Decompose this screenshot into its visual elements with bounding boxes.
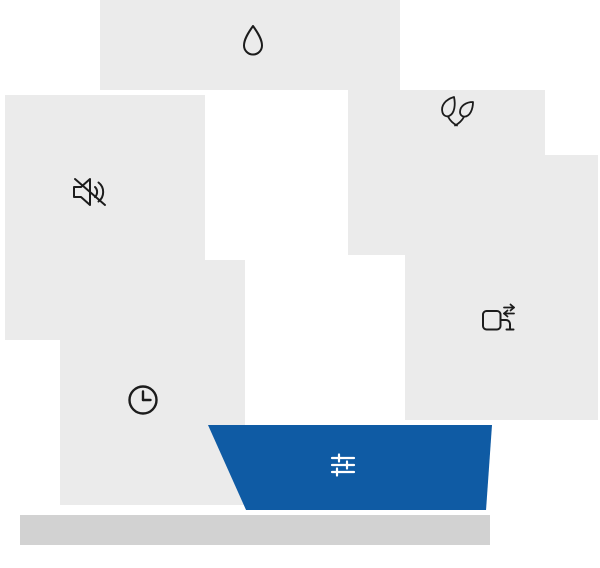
device-sync-icon [482,303,515,331]
volume-mute-icon [73,178,106,206]
bottom-bar [20,515,490,545]
eco-leaves-icon [441,96,474,127]
tile-water[interactable] [100,0,400,90]
water-drop-icon [243,25,263,56]
tile-connectivity[interactable] [405,155,598,420]
settings-banner[interactable] [208,425,492,510]
tile-time[interactable] [60,260,245,505]
sliders-icon [330,453,356,477]
clock-icon [128,385,158,415]
